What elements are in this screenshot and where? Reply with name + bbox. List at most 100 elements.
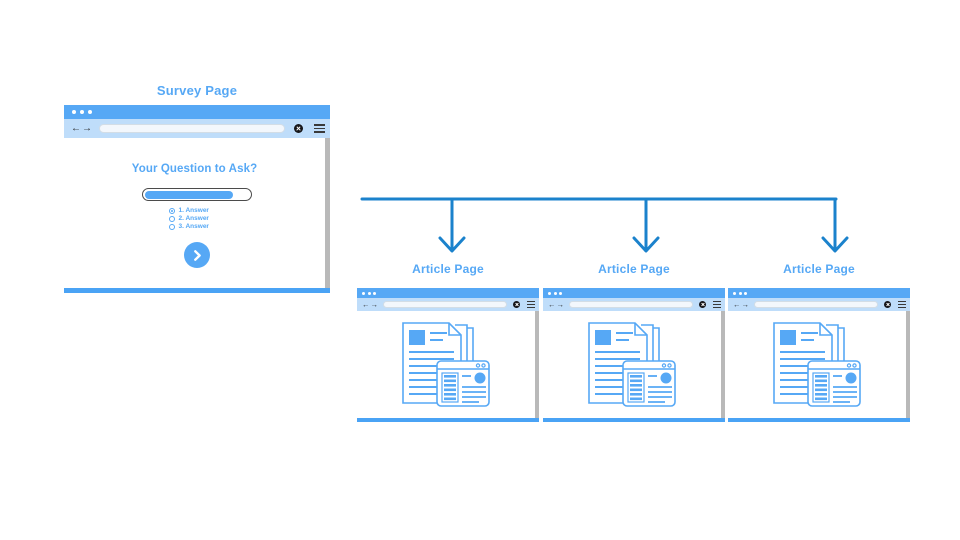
back-arrow-icon[interactable]: ← — [733, 299, 742, 309]
hamburger-line — [314, 127, 325, 130]
window-dot-maximize[interactable] — [88, 110, 92, 114]
answer-option-label: 2. Answer — [178, 215, 209, 222]
window-dot-close[interactable] — [548, 291, 551, 295]
hamburger-menu-icon[interactable] — [713, 301, 721, 308]
browser-overlay — [622, 359, 676, 407]
hamburger-line — [314, 124, 325, 126]
survey-next-button[interactable] — [184, 242, 210, 268]
overlay-dot — [481, 362, 486, 368]
close-icon[interactable] — [884, 301, 891, 308]
document-fold — [819, 322, 832, 336]
hamburger-line — [527, 306, 535, 308]
back-arrow-icon[interactable]: ← — [362, 299, 371, 309]
nav-arrows[interactable]: ←→ — [71, 122, 93, 134]
article-window-body — [543, 311, 725, 418]
window-dot-minimize[interactable] — [553, 291, 557, 295]
article-window-urlbar: ←→ — [728, 298, 910, 311]
article-url-input[interactable] — [383, 301, 507, 308]
survey-scrollbar[interactable] — [325, 138, 330, 288]
overlay-dot — [667, 362, 672, 368]
browser-overlay — [436, 359, 490, 407]
article-window-titlebar — [543, 288, 725, 298]
overlay-sidebar-bars — [630, 374, 642, 400]
hamburger-line — [314, 131, 325, 133]
survey-window-urlbar: ←→ — [64, 119, 330, 138]
window-dot-close[interactable] — [362, 291, 365, 295]
article-window-titlebar — [728, 288, 910, 298]
article-documents-icon-svg — [588, 321, 676, 407]
chevron-right-icon — [193, 249, 201, 261]
hamburger-menu-icon[interactable] — [898, 301, 906, 308]
survey-window-titlebar — [64, 105, 330, 119]
article-window-body — [357, 311, 539, 418]
browser-overlay — [807, 359, 861, 407]
back-arrow-icon[interactable]: ← — [548, 299, 557, 309]
answer-option-1[interactable]: 1. Answer — [168, 207, 221, 214]
nav-arrows[interactable]: ←→ — [548, 301, 565, 309]
answer-option-label: 1. Answer — [178, 207, 209, 214]
window-dot-minimize[interactable] — [80, 110, 84, 114]
article-scrollbar[interactable] — [721, 311, 725, 418]
article-browser-window-3: ←→ — [728, 288, 910, 422]
document-image-block — [595, 329, 611, 345]
connector-arrowhead-3 — [821, 236, 849, 253]
overlay-dot — [475, 362, 481, 368]
window-control-dots — [72, 110, 92, 114]
survey-window-footer — [64, 288, 330, 293]
close-icon[interactable] — [699, 301, 706, 308]
branch-connector — [356, 188, 856, 260]
article-window-footer — [543, 418, 725, 422]
survey-progress-fill — [144, 190, 233, 199]
radio-button-icon[interactable] — [168, 215, 175, 222]
window-dot-close[interactable] — [72, 110, 76, 114]
forward-arrow-icon[interactable]: → — [370, 299, 379, 309]
hamburger-line — [713, 301, 721, 303]
overlay-dot — [852, 362, 857, 368]
answer-option-label: 3. Answer — [178, 223, 209, 230]
answer-option-2[interactable]: 2. Answer — [168, 215, 221, 222]
hamburger-line — [898, 301, 906, 303]
forward-arrow-icon[interactable]: → — [556, 299, 565, 309]
hamburger-menu-icon[interactable] — [314, 124, 325, 133]
article-documents-icon-svg — [402, 321, 490, 407]
hamburger-menu-icon[interactable] — [527, 301, 535, 308]
survey-url-input[interactable] — [99, 124, 285, 133]
forward-arrow-icon[interactable]: → — [82, 122, 93, 134]
back-arrow-icon[interactable]: ← — [71, 122, 82, 134]
hamburger-line — [527, 303, 535, 306]
article-url-input[interactable] — [754, 301, 878, 308]
radio-button-icon[interactable] — [168, 223, 175, 230]
answer-option-3[interactable]: 3. Answer — [168, 223, 221, 230]
hamburger-line — [527, 301, 535, 303]
overlay-dot — [661, 362, 667, 368]
overlay-text-lines — [833, 374, 857, 403]
survey-question-text: Your Question to Ask? — [131, 163, 258, 175]
connector-arrowhead-1 — [438, 236, 466, 253]
article-documents-icon — [585, 319, 679, 411]
window-dot-maximize[interactable] — [559, 291, 562, 295]
overlay-avatar-circle — [660, 372, 672, 383]
connector-arrowhead-2 — [632, 236, 660, 253]
survey-progress-bar[interactable] — [142, 188, 252, 201]
window-dot-minimize[interactable] — [738, 291, 742, 295]
window-dot-maximize[interactable] — [744, 291, 747, 295]
radio-button-icon-selected[interactable] — [168, 207, 175, 214]
article-page-title-3: Article Page — [783, 262, 855, 276]
window-dot-minimize[interactable] — [367, 291, 371, 295]
nav-arrows[interactable]: ←→ — [733, 301, 750, 309]
article-page-title-2: Article Page — [598, 262, 670, 276]
forward-arrow-icon[interactable]: → — [741, 299, 750, 309]
nav-arrows[interactable]: ←→ — [362, 301, 379, 309]
article-scrollbar[interactable] — [906, 311, 910, 418]
overlay-text-lines — [648, 374, 672, 403]
article-documents-icon-svg — [773, 321, 861, 407]
survey-window-body: Your Question to Ask? 1. Answer 2. Answe… — [64, 138, 330, 288]
overlay-dot — [846, 362, 852, 368]
article-window-urlbar: ←→ — [357, 298, 539, 311]
window-dot-close[interactable] — [733, 291, 736, 295]
close-icon[interactable] — [513, 301, 520, 308]
article-scrollbar[interactable] — [535, 311, 539, 418]
close-icon[interactable] — [294, 124, 303, 133]
article-url-input[interactable] — [569, 301, 693, 308]
window-dot-maximize[interactable] — [373, 291, 376, 295]
